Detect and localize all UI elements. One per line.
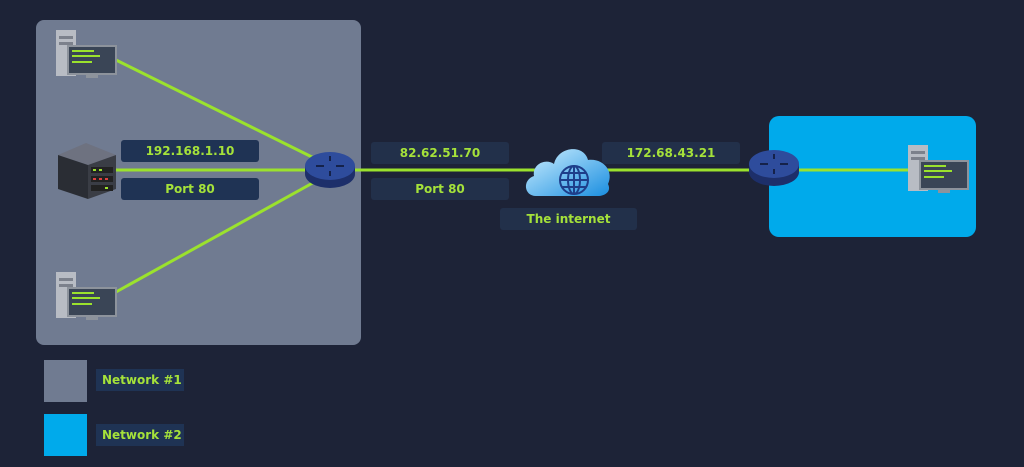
legend-label-network-1: Network #1	[96, 369, 184, 391]
computer-icon	[56, 272, 117, 320]
globe-icon	[559, 165, 589, 195]
server-computer-icon	[908, 145, 969, 193]
legend-label-network-2: Network #2	[96, 424, 184, 446]
host-port-label: Port 80	[121, 178, 259, 200]
link-pc1-router1	[115, 58, 319, 162]
server-rack-icon	[58, 143, 116, 199]
computer-icon	[56, 30, 117, 78]
host-ip-label: 192.168.1.10	[121, 140, 259, 162]
legend-swatch-network-1	[44, 360, 87, 402]
public-ip-label: 82.62.51.70	[371, 142, 509, 164]
router-icon	[749, 150, 799, 186]
internet-label: The internet	[500, 208, 637, 230]
internet-cloud-icon	[525, 149, 610, 196]
remote-ip-label: 172.68.43.21	[602, 142, 740, 164]
link-pc2-router1	[115, 178, 319, 294]
router-icon	[305, 152, 355, 188]
legend-swatch-network-2	[44, 414, 87, 456]
public-port-label: Port 80	[371, 178, 509, 200]
